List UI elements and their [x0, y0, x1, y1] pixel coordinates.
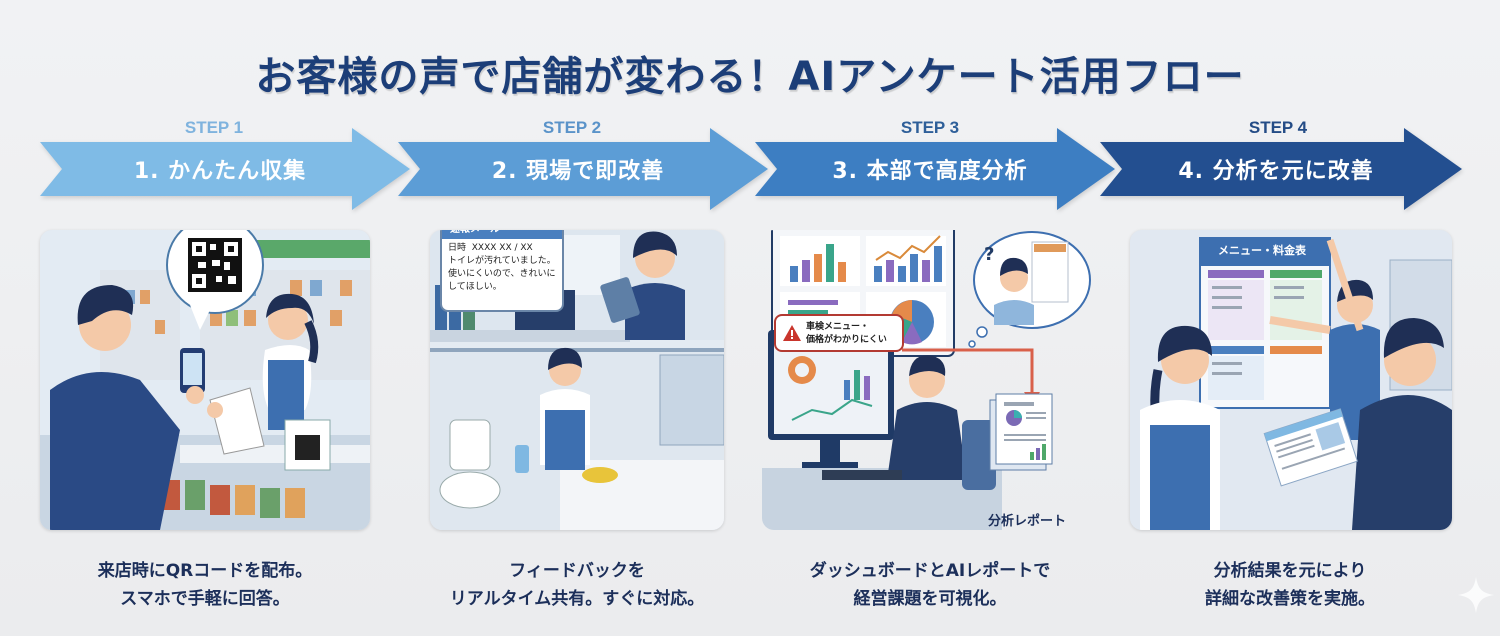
step-label-4: STEP 4: [1248, 118, 1308, 137]
menu-board-title: メニュー・料金表: [1218, 244, 1306, 257]
page-title: お客様の声で店舗が変わる！AIアンケート活用フロー: [255, 54, 1245, 100]
illustration-step-2: 速報メール 日時 XXXX XX / XX トイレが汚れていました。 使いにくい…: [430, 230, 724, 530]
arrow-shape-2: [398, 128, 768, 210]
caption-line: 経営課題を可視化。: [853, 589, 1007, 609]
customer: [50, 285, 223, 530]
caption-line: スマホで手軽に回答。: [120, 589, 290, 609]
arrow-label-3: 3. 本部で高度分析: [832, 159, 1028, 184]
caption-step-3: ダッシュボードとAIレポートで 経営課題を可視化。: [750, 557, 1110, 613]
alert-body-line: してほしい。: [448, 282, 502, 292]
arrow-shape-3: [755, 128, 1115, 210]
store-scene: [40, 230, 370, 530]
warning-line: 価格がわかりにくい: [806, 335, 887, 345]
warning-line: 車検メニュー・: [806, 322, 870, 332]
step-arrow-1: 1. かんたん収集: [40, 128, 410, 210]
alert-header: 速報メール: [442, 230, 562, 239]
warning-bubble: 車検メニュー・ 価格がわかりにくい: [774, 314, 904, 352]
arrow-shape-4: [1100, 128, 1462, 210]
menu-board-scene: [1130, 230, 1452, 530]
caption-line: 来店時にQRコードを配布。: [97, 561, 313, 581]
dashboard-scene: ?: [762, 230, 1091, 530]
female-staff: [1140, 325, 1220, 530]
staff-with-tablet: [600, 231, 685, 340]
step-label-1: STEP 1: [184, 118, 244, 137]
caption-step-4: 分析結果を元により 詳細な改善策を実施。: [1110, 557, 1470, 613]
step-label-2: STEP 2: [542, 118, 602, 137]
caption-step-2: フィードバックを リアルタイム共有。すぐに対応。: [397, 557, 757, 613]
caption-line: ダッシュボードとAIレポートで: [809, 561, 1051, 581]
monitor: [768, 330, 894, 468]
analysis-report-icon: [989, 393, 1053, 471]
store-staff: [262, 293, 319, 430]
thought-bubble: ?: [968, 231, 1091, 348]
menu-board: [1199, 237, 1331, 409]
step-arrow-4: 4. 分析を元に改善: [1100, 128, 1462, 210]
step-arrow-3: 3. 本部で高度分析: [755, 128, 1115, 210]
customer: [1352, 318, 1452, 530]
report-label: 分析レポート: [988, 514, 1067, 529]
svg-text:?: ?: [984, 244, 994, 265]
caption-line: 分析結果を元により: [1213, 561, 1367, 581]
alert-date-value: XXXX XX / XX: [471, 243, 533, 253]
alert-body-line: 使いにくいので、きれいに: [448, 269, 556, 279]
sparkle-icon: [1458, 577, 1494, 613]
report-sheet: [1263, 408, 1358, 487]
toilet: [439, 419, 501, 509]
illustration-step-4: メニュー・料金表: [1130, 230, 1452, 530]
step-label-3: STEP 3: [900, 118, 960, 137]
illustration-step-3: ?: [762, 230, 1102, 530]
caption-line: リアルタイム共有。すぐに対応。: [449, 589, 705, 609]
arrow-label-1: 1. かんたん収集: [133, 159, 307, 184]
caption-line: 詳細な改善策を実施。: [1205, 589, 1375, 609]
caption-line: フィードバックを: [509, 561, 645, 581]
qr-code-bubble: [166, 230, 264, 330]
illustration-step-1: [40, 230, 370, 530]
step-arrow-2: 2. 現場で即改善: [398, 128, 768, 210]
arrow-label-2: 2. 現場で即改善: [491, 159, 665, 184]
warning-icon: [783, 325, 801, 341]
alert-body-line: トイレが汚れていました。: [448, 256, 556, 266]
alert-email-bubble: 速報メール 日時 XXXX XX / XX トイレが汚れていました。 使いにくい…: [440, 230, 564, 312]
alert-date-label: 日時: [448, 243, 467, 253]
caption-step-1: 来店時にQRコードを配布。 スマホで手軽に回答。: [25, 557, 385, 613]
arrow-label-4: 4. 分析を元に改善: [1178, 159, 1374, 184]
arrow-shape-1: [40, 128, 410, 210]
cleaning-staff: [515, 347, 618, 483]
analyst: [762, 355, 1002, 530]
